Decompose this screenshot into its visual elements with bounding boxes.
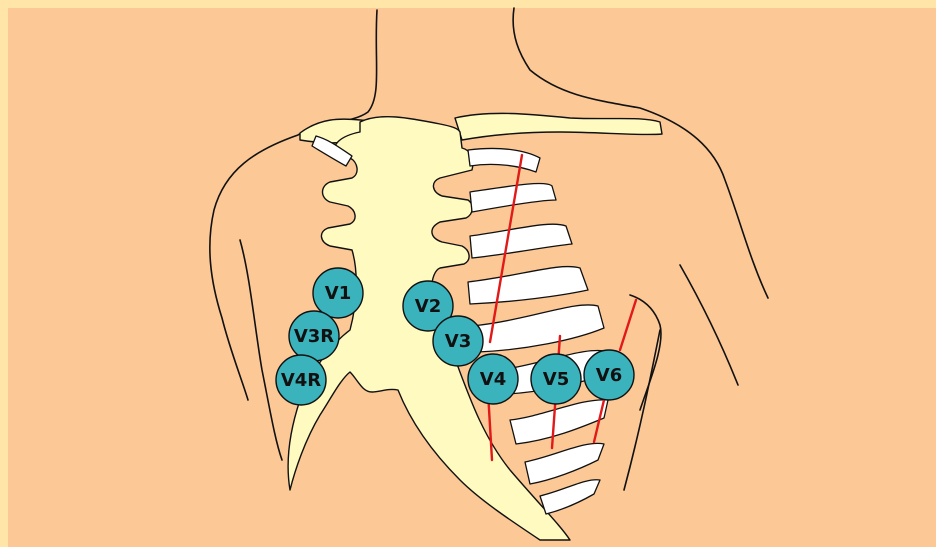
electrode-v3-label: V3 bbox=[445, 331, 471, 352]
left-arm-line bbox=[240, 240, 282, 460]
electrode-v3[interactable]: V3 bbox=[433, 316, 483, 366]
rib-3 bbox=[470, 224, 572, 258]
rib-7 bbox=[510, 400, 608, 444]
neck-right-line bbox=[513, 8, 768, 298]
rib-1 bbox=[468, 148, 540, 172]
electrode-v6-label: V6 bbox=[596, 365, 622, 386]
right-arm-line bbox=[680, 265, 738, 385]
electrode-v4-label: V4 bbox=[480, 369, 506, 390]
right-pectoral-line bbox=[630, 295, 661, 410]
right-clavicle bbox=[455, 113, 662, 140]
rib-8 bbox=[525, 443, 604, 484]
electrode-v3r-label: V3R bbox=[294, 326, 334, 347]
electrode-v3r[interactable]: V3R bbox=[289, 311, 339, 361]
electrode-v5[interactable]: V5 bbox=[531, 354, 581, 404]
electrode-v1[interactable]: V1 bbox=[313, 268, 363, 318]
electrode-v1-label: V1 bbox=[325, 283, 351, 304]
electrode-v4r-label: V4R bbox=[281, 370, 321, 391]
rib-9 bbox=[540, 480, 600, 514]
electrode-v4[interactable]: V4 bbox=[468, 354, 518, 404]
rib-4 bbox=[468, 267, 588, 304]
electrode-v5-label: V5 bbox=[543, 369, 569, 390]
electrode-v4r[interactable]: V4R bbox=[276, 355, 326, 405]
lower-right-line bbox=[624, 330, 660, 490]
electrode-v6[interactable]: V6 bbox=[584, 350, 634, 400]
electrode-v2-label: V2 bbox=[415, 296, 441, 317]
midaxillary-line-top bbox=[620, 300, 636, 350]
